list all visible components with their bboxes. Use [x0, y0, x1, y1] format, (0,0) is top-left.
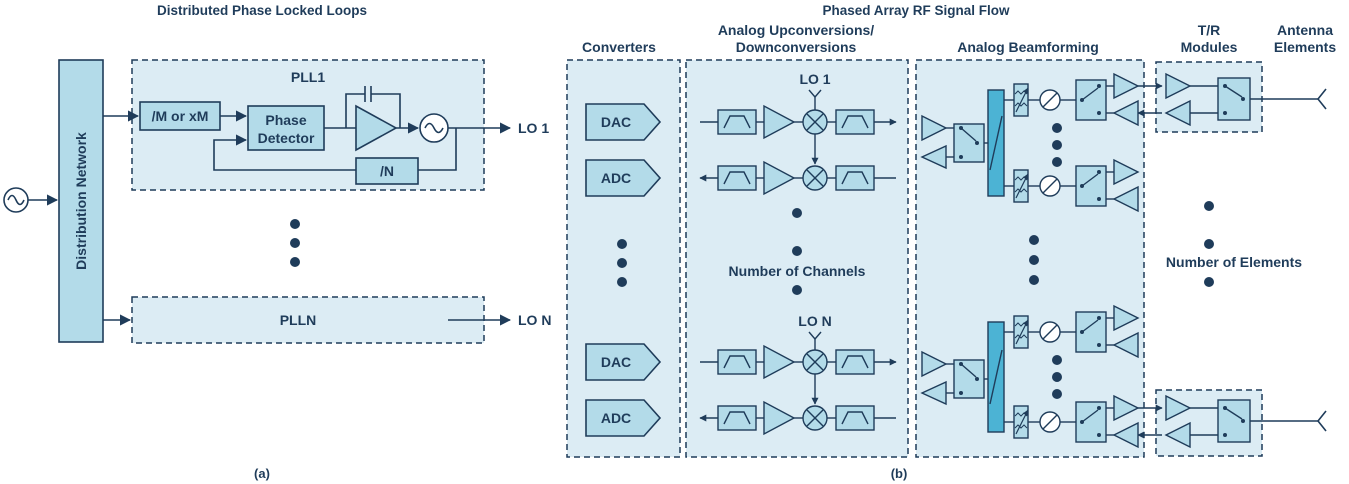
pll-ellipsis	[290, 219, 300, 267]
amplifier-icon	[921, 114, 948, 142]
amplifier-icon	[921, 350, 948, 378]
tr-module-bottom	[1137, 394, 1327, 449]
lo1-label-b: LO 1	[799, 71, 830, 87]
dac-label-top: DAC	[601, 114, 631, 130]
adc-block-bottom: ADC	[585, 399, 662, 437]
col-beamforming-label: Analog Beamforming	[957, 39, 1099, 55]
amplifier-icon	[763, 400, 796, 436]
switch-icon	[1217, 399, 1251, 443]
divider-m-block	[139, 101, 221, 131]
phase-detector-label-1: Phase	[265, 112, 306, 128]
switch-icon	[1217, 77, 1251, 121]
bandpass-filter-icon	[717, 165, 757, 191]
dac-block-bottom: DAC	[585, 343, 662, 381]
reference-oscillator-icon	[3, 187, 29, 213]
switch-icon	[953, 123, 985, 163]
element-ellipsis	[1204, 201, 1214, 287]
loop-filter-amplifier-icon	[345, 86, 401, 152]
divider-n-block	[355, 157, 419, 185]
lon-label-b: LO N	[798, 313, 831, 329]
distribution-network-label: Distribution Network	[73, 132, 89, 270]
adc-label-bottom: ADC	[601, 410, 631, 426]
amplifier-icon	[763, 344, 796, 380]
col-antenna-label-1: Antenna	[1277, 22, 1333, 38]
amplifier-icon	[1113, 72, 1140, 100]
mixer-icon	[802, 165, 828, 191]
amplifier-icon	[1113, 158, 1140, 186]
number-of-channels-label: Number of Channels	[729, 263, 866, 279]
updown-chain-top: LO 1	[699, 71, 897, 196]
adc-label-top: ADC	[601, 170, 631, 186]
mixer-icon	[802, 349, 828, 375]
amplifier-icon	[763, 160, 796, 196]
tr-module-top	[1137, 72, 1327, 127]
number-of-elements-label: Number of Elements	[1166, 254, 1302, 270]
switch-icon	[953, 359, 985, 399]
bandpass-filter-icon	[835, 109, 875, 135]
distribution-network-block	[58, 59, 104, 343]
part-a-caption: (a)	[254, 466, 270, 481]
divider-m-label: /M or xM	[152, 108, 209, 124]
part-a-title: Distributed Phase Locked Loops	[157, 3, 367, 18]
beamformer-inner-ellipsis-top	[1052, 123, 1062, 167]
part-b-title: Phased Array RF Signal Flow	[822, 3, 1010, 18]
dac-label-bottom: DAC	[601, 354, 631, 370]
col-converters-label: Converters	[582, 39, 656, 55]
converter-ellipsis	[617, 239, 627, 287]
mixer-icon	[802, 405, 828, 431]
antenna-icon	[1316, 88, 1327, 110]
col-updown-label-1: Analog Upconversions/	[718, 22, 874, 38]
lon-output-label: LO N	[518, 312, 551, 328]
dac-block-top: DAC	[585, 103, 662, 141]
plln-label: PLLN	[280, 312, 317, 328]
amplifier-icon	[1113, 394, 1140, 422]
bandpass-filter-icon	[835, 349, 875, 375]
channel-ellipsis	[792, 208, 802, 295]
antenna-icon	[1316, 410, 1327, 432]
bandpass-filter-icon	[717, 109, 757, 135]
plln-box	[131, 296, 485, 344]
col-antenna-label-2: Elements	[1274, 39, 1336, 55]
mixer-icon	[802, 109, 828, 135]
updown-chain-bottom: LO N	[699, 313, 897, 436]
pll1-label: PLL1	[291, 69, 325, 85]
amplifier-icon	[1165, 394, 1192, 422]
bandpass-filter-icon	[835, 165, 875, 191]
beamformer-bottom	[920, 304, 1140, 449]
beamformer-ellipsis	[1029, 235, 1039, 285]
adc-block-top: ADC	[585, 159, 662, 197]
phase-detector-label-2: Detector	[258, 130, 315, 146]
bandpass-filter-icon	[835, 405, 875, 431]
beamformer-top	[920, 72, 1140, 213]
amplifier-icon	[1112, 331, 1139, 359]
beamformer-inner-ellipsis-bottom	[1052, 355, 1062, 399]
amplifier-icon	[1113, 304, 1140, 332]
lo1-output-label: LO 1	[518, 120, 549, 136]
amplifier-icon	[1165, 72, 1192, 100]
col-tr-label-2: Modules	[1181, 39, 1238, 55]
amplifier-icon	[763, 104, 796, 140]
col-updown-label-2: Downconversions	[736, 39, 857, 55]
bandpass-filter-icon	[717, 349, 757, 375]
vco-icon	[419, 113, 449, 143]
part-b-caption: (b)	[891, 466, 908, 481]
bandpass-filter-icon	[717, 405, 757, 431]
amplifier-icon	[1112, 185, 1139, 213]
switch-icon	[1075, 401, 1107, 443]
divider-n-label: /N	[380, 163, 394, 179]
col-tr-label-1: T/R	[1198, 22, 1221, 38]
